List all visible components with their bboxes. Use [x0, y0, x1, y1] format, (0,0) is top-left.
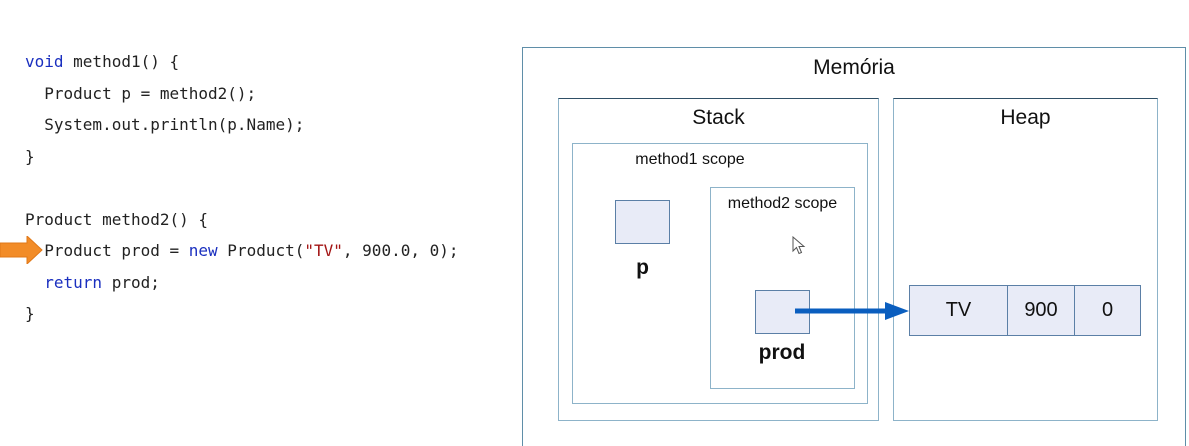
- code-line: }: [25, 141, 459, 173]
- mouse-pointer-icon: [792, 236, 806, 255]
- code-line: return prod;: [25, 267, 459, 299]
- variable-p-label: p: [636, 256, 649, 279]
- code-text: Product method2() {: [25, 209, 209, 229]
- code-line: Product method2() {: [25, 204, 459, 236]
- method1-scope-title: method1 scope: [635, 151, 745, 168]
- code-text: , 900.0, 0);: [342, 241, 459, 260]
- object-field-name: TV: [945, 299, 972, 321]
- code-line: Product p = method2();: [25, 78, 459, 110]
- method1-scope: [572, 143, 868, 404]
- code-line: }: [25, 298, 459, 330]
- stack-title: Stack: [692, 106, 745, 129]
- heap-title: Heap: [1000, 106, 1051, 129]
- memory-region: [522, 47, 1186, 446]
- code-keyword: void: [25, 52, 64, 71]
- variable-prod-box: [755, 290, 810, 334]
- stack-region: [558, 98, 879, 421]
- variable-p-box: [615, 200, 670, 244]
- code-string: "TV": [304, 241, 343, 260]
- heap-region: [893, 98, 1158, 421]
- orange-arrow-icon: [0, 236, 43, 264]
- code-keyword: new: [188, 241, 218, 260]
- code-text: [25, 273, 44, 292]
- code-text: prod;: [102, 272, 160, 292]
- variable-prod-label: prod: [758, 341, 806, 364]
- code-text: Product(: [217, 241, 305, 260]
- memory-title: Memória: [813, 56, 895, 79]
- code-text: method1() {: [63, 52, 180, 71]
- object-field-quantity: 0: [1074, 286, 1140, 335]
- code-text: Product prod =: [25, 241, 189, 260]
- code-keyword: return: [44, 272, 103, 292]
- method2-scope-title: method2 scope: [727, 195, 838, 212]
- code-text: }: [25, 304, 35, 323]
- code-line-current: Product prod = new Product("TV", 900.0, …: [25, 235, 459, 267]
- code-listing: void method1() { Product p = method2(); …: [25, 46, 459, 330]
- heap-object: TV 900 0: [909, 285, 1141, 336]
- code-text: Product p = method2();: [25, 83, 257, 103]
- method2-scope: [710, 187, 855, 389]
- object-field-price: 900: [1007, 286, 1074, 335]
- code-line: void method1() {: [25, 46, 459, 78]
- code-line: [25, 172, 459, 204]
- code-line: System.out.println(p.Name);: [25, 109, 459, 141]
- code-text: }: [25, 146, 35, 166]
- code-text: System.out.println(p.Name);: [25, 115, 305, 134]
